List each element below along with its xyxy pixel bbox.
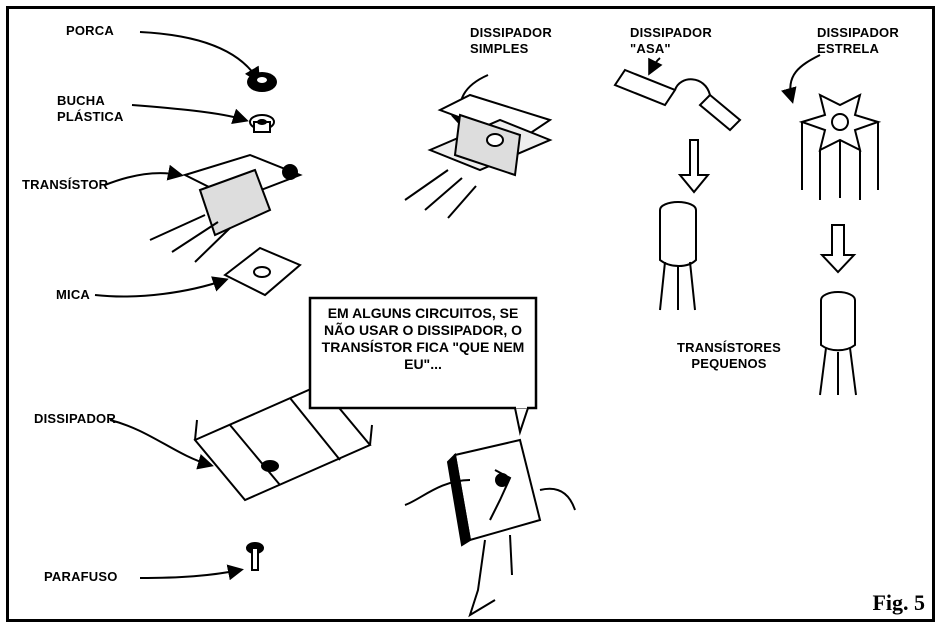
label-dissipador-simples: DISSIPADOR SIMPLES (470, 25, 552, 56)
small-transistor-2 (819, 291, 857, 396)
label-parafuso: PARAFUSO (44, 569, 118, 584)
label-dissipador: DISSIPADOR (34, 411, 116, 426)
mica-arrow (94, 276, 229, 298)
small-transistor-1 (659, 201, 697, 311)
estrela-down-arrow (819, 224, 857, 274)
asa-arrow (648, 57, 663, 76)
transistor-arrow (104, 164, 184, 186)
mica-sheet (223, 246, 302, 297)
speech-bubble-text: EM ALGUNS CIRCUITOS, SE NÃO USAR O DISSI… (321, 305, 525, 372)
label-transistor: TRANSÍSTOR (22, 177, 109, 192)
cartoon-transistor-character (404, 438, 576, 618)
parafuso-screw (246, 542, 264, 571)
figure-label: Fig. 5 (872, 590, 925, 615)
label-transistores-pequenos: TRANSÍSTORES PEQUENOS (677, 340, 782, 371)
parafuso-arrow (139, 564, 244, 581)
bucha-arrow (131, 104, 249, 124)
dissipador-arrow (109, 419, 214, 470)
transistor-part (149, 153, 303, 263)
porca-nut (247, 72, 277, 92)
asa-down-arrow (677, 139, 711, 194)
dissipador-asa-part (613, 68, 742, 132)
label-mica: MICA (56, 287, 91, 302)
label-dissipador-estrela: DISSIPADOR ESTRELA (817, 25, 899, 56)
porca-arrow (139, 31, 261, 84)
label-porca: PORCA (66, 23, 114, 38)
label-dissipador-asa: DISSIPADOR "ASA" (630, 25, 712, 56)
estrela-arrow (781, 54, 821, 104)
dissipador-estrela-part (798, 93, 882, 200)
dissipador-simples-part (404, 93, 553, 219)
label-bucha: BUCHA PLÁSTICA (57, 93, 124, 124)
speech-bubble (308, 296, 538, 436)
bucha-washer (249, 114, 275, 133)
dissipador-heatsink (193, 383, 373, 502)
